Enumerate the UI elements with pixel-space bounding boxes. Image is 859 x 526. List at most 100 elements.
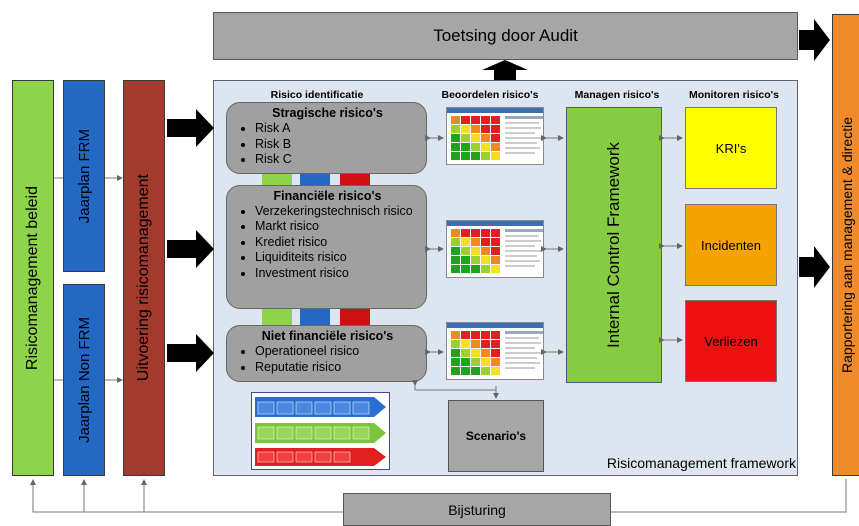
policy-label: Risicomanagement beleid: [24, 185, 41, 371]
header-beoordelen: Beoordelen risico's: [441, 89, 539, 101]
header-managen: Managen risico's: [574, 89, 660, 101]
audit-label: Toetsing door Audit: [433, 26, 578, 45]
policy-bar: Risicomanagement beleid: [12, 80, 54, 476]
matrix-cell: [491, 358, 500, 366]
matrix-cell: [451, 238, 460, 246]
matrix-cell: [481, 367, 490, 375]
matrix-cell: [451, 143, 460, 151]
matrix-cell: [471, 331, 480, 339]
header-identificatie: Risico identificatie: [270, 89, 364, 101]
risk-item: Risk B: [255, 137, 420, 153]
matrix-cell: [491, 238, 500, 246]
matrix-cell: [471, 367, 480, 375]
matrix-cell: [471, 116, 480, 124]
big-arrow: [799, 246, 830, 288]
risk-item: Liquiditeits risico: [255, 250, 420, 266]
feedback-line: [611, 479, 847, 513]
monitor-label: KRI's: [715, 140, 747, 156]
matrix-cell: [471, 143, 480, 151]
risk-item: Reputatie risico: [255, 360, 420, 376]
risk-group-strategic: Stragische risico's Risk A Risk B Risk C: [226, 102, 427, 174]
matrix-cell: [461, 116, 470, 124]
matrix-cell: [491, 331, 500, 339]
matrix-cell: [461, 247, 470, 255]
matrix-cell: [491, 247, 500, 255]
big-arrow: [167, 334, 214, 372]
risk-group-title: Financiële risico's: [273, 189, 382, 203]
big-arrow: [167, 109, 214, 147]
process-flow-thumbnail: [251, 392, 390, 470]
risk-group-title: Niet financiële risico's: [261, 329, 394, 343]
matrix-cell: [451, 256, 460, 264]
matrix-cell: [481, 358, 490, 366]
matrix-cell: [451, 331, 460, 339]
risk-item: Investment risico: [255, 266, 420, 282]
matrix-cell: [481, 134, 490, 142]
risk-group-nonfinancial: Niet financiële risico's Operationeel ri…: [226, 325, 427, 382]
risk-group-title: Stragische risico's: [272, 106, 383, 120]
matrix-cell: [451, 340, 460, 348]
matrix-cell: [491, 367, 500, 375]
scenario-label: Scenario's: [465, 429, 527, 443]
matrix-cell: [471, 125, 480, 133]
monitor-label: Incidenten: [701, 237, 761, 253]
matrix-cell: [461, 125, 470, 133]
matrix-cell: [461, 331, 470, 339]
risk-matrix-thumbnail: [446, 220, 544, 278]
matrix-cell: [461, 238, 470, 246]
matrix-cell: [471, 229, 480, 237]
matrix-cell: [451, 125, 460, 133]
matrix-cell: [471, 349, 480, 357]
matrix-cell: [461, 349, 470, 357]
icf-box: Internal Control Framework: [566, 107, 662, 383]
matrix-cell: [471, 256, 480, 264]
risk-matrix-graphic: [447, 221, 543, 273]
matrix-cell: [461, 265, 470, 273]
matrix-cell: [461, 143, 470, 151]
matrix-cell: [461, 152, 470, 160]
matrix-cell: [491, 134, 500, 142]
matrix-cell: [461, 340, 470, 348]
matrix-cell: [471, 152, 480, 160]
matrix-cell: [491, 349, 500, 357]
audit-box: Toetsing door Audit: [213, 12, 798, 60]
matrix-cell: [451, 358, 460, 366]
scenario-box: Scenario's: [448, 400, 544, 472]
matrix-cell: [461, 358, 470, 366]
matrix-cell: [451, 247, 460, 255]
matrix-cell: [471, 247, 480, 255]
bijsturing-label: Bijsturing: [448, 501, 506, 518]
matrix-cell: [451, 367, 460, 375]
matrix-cell: [491, 143, 500, 151]
matrix-cell: [471, 340, 480, 348]
matrix-cell: [481, 331, 490, 339]
matrix-cell: [481, 256, 490, 264]
matrix-cell: [491, 265, 500, 273]
matrix-cell: [461, 256, 470, 264]
risk-matrix-graphic: [447, 108, 543, 160]
risk-item: Markt risico: [255, 219, 420, 235]
matrix-cell: [461, 367, 470, 375]
matrix-cell: [481, 265, 490, 273]
jaarplan-frm-label: Jaarplan FRM: [75, 128, 93, 224]
matrix-cell: [481, 340, 490, 348]
icf-label: Internal Control Framework: [604, 142, 623, 348]
reporting-bar: Rapportering aan management & directie: [832, 14, 859, 476]
matrix-cell: [491, 125, 500, 133]
matrix-cell: [451, 229, 460, 237]
risk-item: Krediet risico: [255, 235, 420, 251]
matrix-cell: [451, 265, 460, 273]
matrix-cell: [471, 134, 480, 142]
matrix-cell: [451, 116, 460, 124]
matrix-cell: [471, 238, 480, 246]
matrix-cell: [491, 152, 500, 160]
matrix-cell: [481, 238, 490, 246]
matrix-cell: [491, 256, 500, 264]
matrix-cell: [461, 229, 470, 237]
matrix-cell: [491, 229, 500, 237]
jaarplan-frm-bar: Jaarplan FRM: [63, 80, 105, 272]
risk-item: Risk C: [255, 152, 420, 168]
matrix-cell: [481, 247, 490, 255]
reporting-label: Rapportering aan management & directie: [839, 116, 855, 374]
execution-bar: Uitvoering risicomanagement: [123, 80, 165, 476]
